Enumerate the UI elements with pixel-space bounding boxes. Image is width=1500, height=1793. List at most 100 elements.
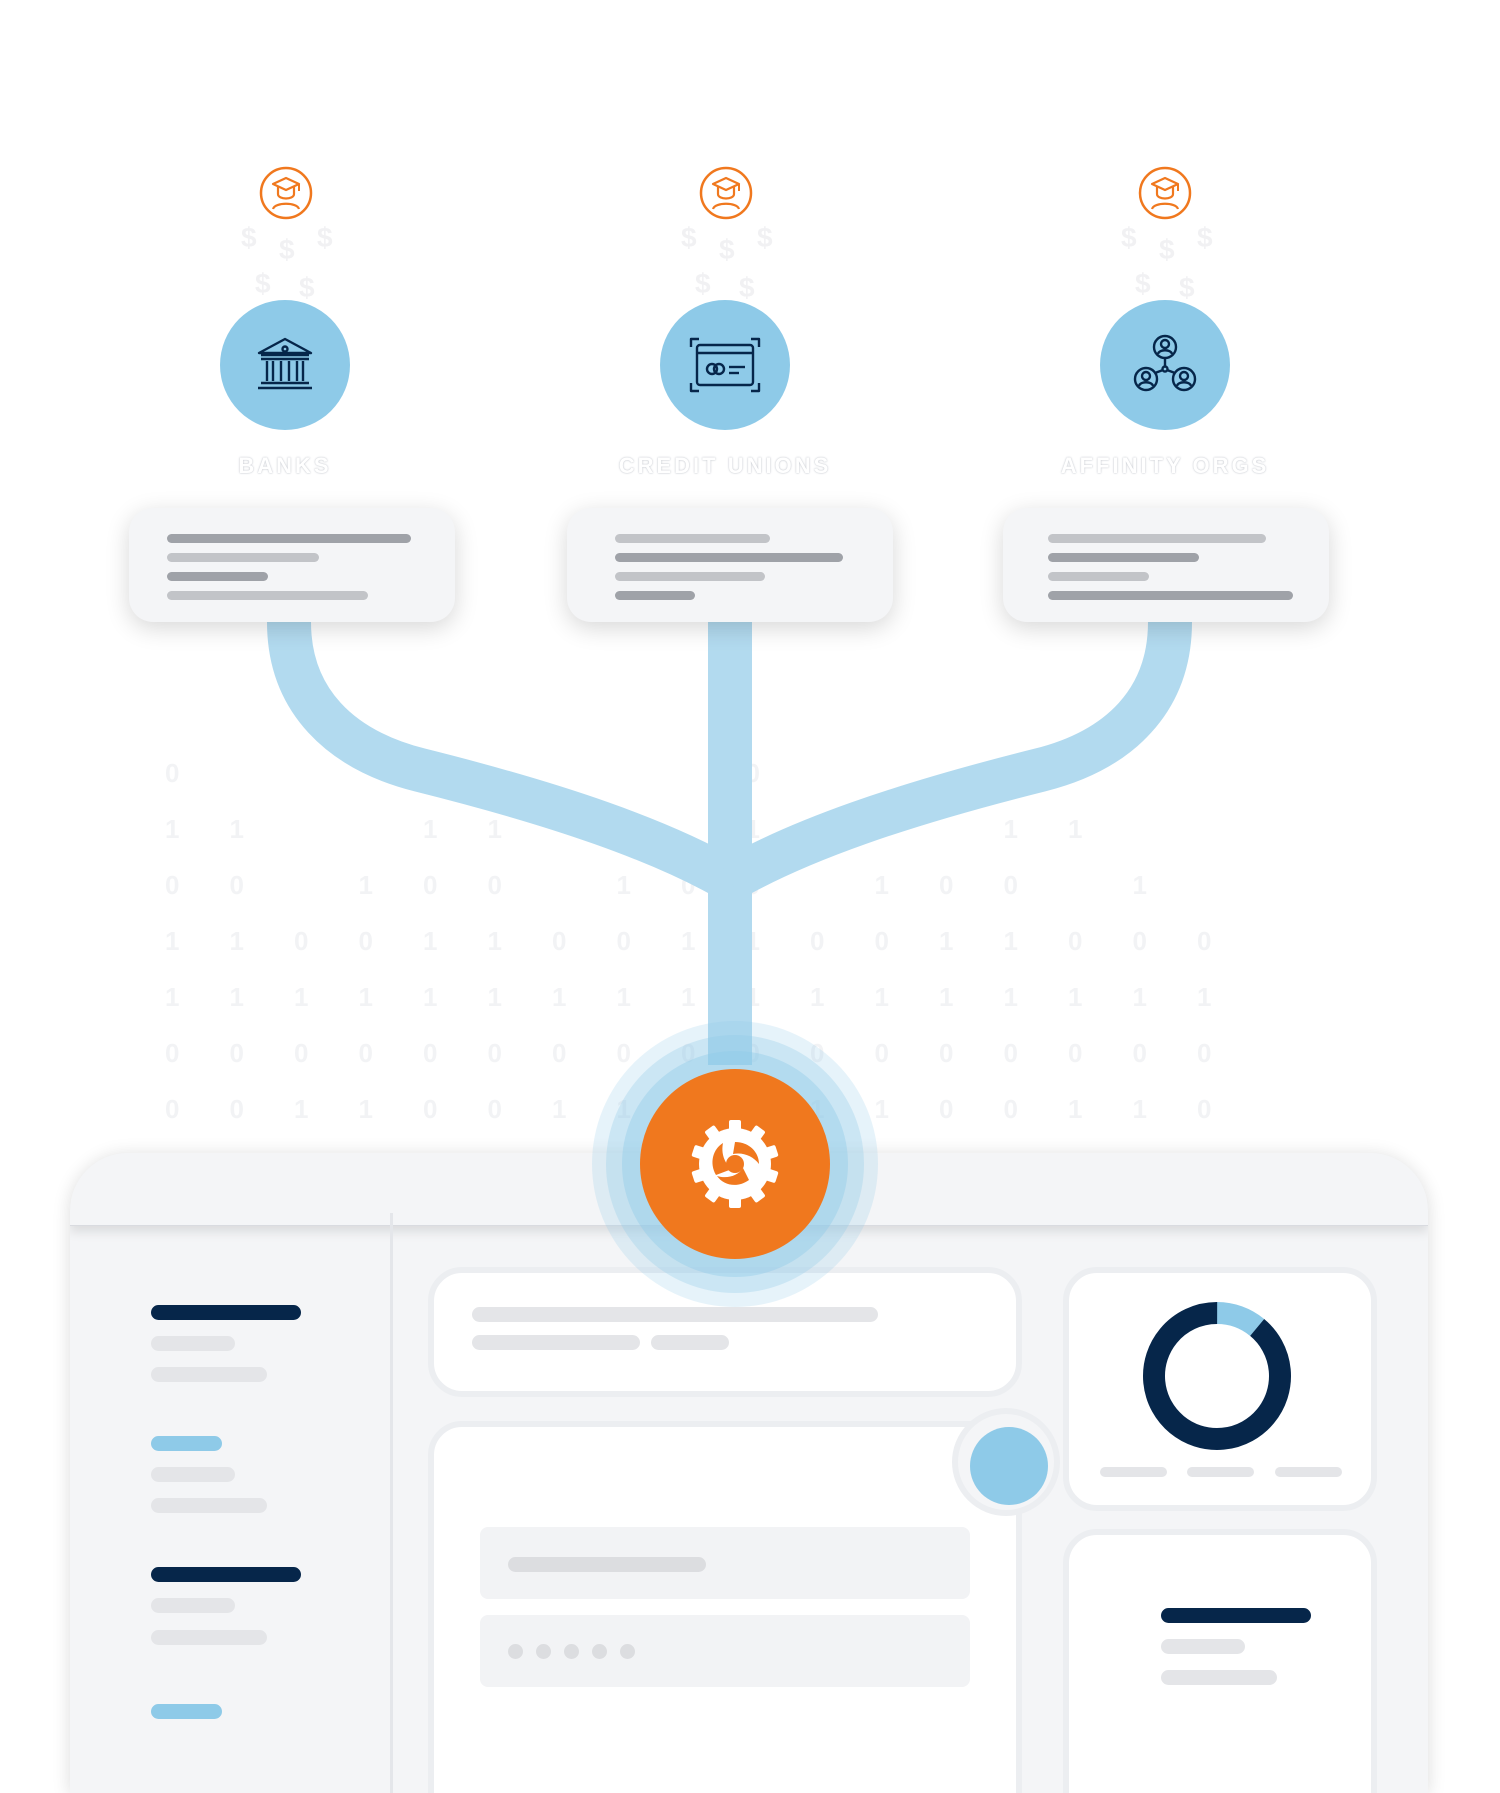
flow-branch-affinity — [719, 621, 1192, 900]
binary-digit: 0 — [165, 870, 180, 900]
legend-line — [1187, 1467, 1254, 1477]
password-dot — [536, 1644, 551, 1659]
binary-digit: 1 — [1132, 982, 1147, 1012]
binary-digit: 1 — [1003, 814, 1018, 844]
binary-digit: 0 — [616, 926, 631, 956]
dollar-signs: $ $ $ $ $ — [1115, 218, 1225, 303]
network-people-icon — [1133, 334, 1197, 392]
binary-digit: 0 — [487, 1038, 502, 1068]
binary-digit: 1 — [1197, 982, 1212, 1012]
binary-digit: 0 — [1068, 926, 1083, 956]
binary-digit: 0 — [229, 1094, 244, 1124]
password-dot — [508, 1644, 523, 1659]
summary-line — [472, 1335, 640, 1350]
summary-line — [651, 1335, 729, 1350]
binary-digit: 1 — [1003, 982, 1018, 1012]
bank-icon — [257, 337, 313, 390]
sidebar-divider — [390, 1213, 393, 1793]
dollar-glyph: $ — [255, 268, 271, 299]
sidebar-item[interactable] — [151, 1498, 267, 1513]
binary-digit: 1 — [616, 1094, 631, 1124]
binary-digit: 1 — [423, 982, 438, 1012]
sidebar-heading-active[interactable] — [151, 1436, 222, 1451]
binary-digit: 0 — [681, 1038, 696, 1068]
hub-logo[interactable] — [640, 1069, 830, 1259]
binary-digit: 0 — [1197, 1094, 1212, 1124]
sidebar-item[interactable] — [151, 1598, 235, 1613]
institution-label-credit-unions: CREDIT UNIONS — [618, 453, 832, 478]
field-placeholder — [508, 1557, 706, 1572]
binary-digit: 0 — [1003, 1094, 1018, 1124]
binary-digit: 1 — [681, 926, 696, 956]
binary-digit: 1 — [294, 982, 309, 1012]
card-line — [615, 534, 770, 543]
dollar-glyph: $ — [241, 222, 257, 253]
institution-label-banks: BANKS — [238, 453, 332, 478]
chart-panel — [1063, 1267, 1377, 1511]
binary-digit: 1 — [294, 1094, 309, 1124]
binary-digit: 0 — [423, 1038, 438, 1068]
binary-digit: 0 — [810, 1038, 825, 1068]
flow-connectors — [267, 621, 1192, 1065]
donut-chart — [1143, 1302, 1291, 1450]
credit-union-node — [660, 300, 790, 430]
binary-digit: 0 — [1003, 870, 1018, 900]
binary-digit: 1 — [165, 982, 180, 1012]
binary-digit: 1 — [229, 814, 244, 844]
binary-digit: 1 — [487, 814, 502, 844]
card-line — [1048, 534, 1266, 543]
sidebar-heading-active[interactable] — [151, 1704, 222, 1719]
graduate-student-icon — [699, 166, 753, 220]
binary-digit: 1 — [229, 926, 244, 956]
dollar-glyph: $ — [299, 272, 315, 303]
binary-digit: 1 — [358, 1094, 373, 1124]
binary-digit: 0 — [165, 1094, 180, 1124]
institution-card-credit-unions — [567, 508, 893, 622]
affinity-node — [1100, 300, 1230, 430]
binary-digit: 0 — [939, 1038, 954, 1068]
graduate-student-icon — [259, 166, 313, 220]
binary-digit: 0 — [1132, 926, 1147, 956]
institution-label-affinity-orgs: AFFINITY ORGS — [1060, 453, 1270, 478]
sidebar-heading[interactable] — [151, 1305, 301, 1320]
credit-card-icon — [689, 337, 761, 393]
binary-digit: 1 — [1068, 814, 1083, 844]
dollar-glyph: $ — [317, 222, 333, 253]
binary-digit: 1 — [1003, 926, 1018, 956]
dollar-glyph: $ — [1135, 268, 1151, 299]
info-line — [1161, 1670, 1277, 1685]
binary-digit: 0 — [358, 1038, 373, 1068]
notification-dot[interactable] — [970, 1427, 1048, 1505]
sidebar-item[interactable] — [151, 1336, 235, 1351]
binary-digit: 0 — [1003, 1038, 1018, 1068]
dollar-glyph: $ — [695, 268, 711, 299]
binary-digit: 0 — [810, 926, 825, 956]
binary-digit: 0 — [294, 926, 309, 956]
binary-digit: 1 — [874, 870, 889, 900]
info-panel — [1063, 1529, 1377, 1793]
username-field[interactable] — [480, 1527, 970, 1599]
binary-digit: 0 — [487, 870, 502, 900]
card-line — [167, 553, 319, 562]
donut-segment-main — [1143, 1302, 1291, 1450]
binary-digit: 0 — [939, 870, 954, 900]
card-line — [1048, 572, 1149, 581]
binary-digit: 1 — [874, 1094, 889, 1124]
password-field[interactable] — [480, 1615, 970, 1687]
legend-line — [1100, 1467, 1167, 1477]
binary-digit: 1 — [487, 926, 502, 956]
binary-digit: 0 — [874, 926, 889, 956]
sidebar-item[interactable] — [151, 1467, 235, 1482]
binary-digit: 0 — [229, 870, 244, 900]
binary-digit: 1 — [874, 982, 889, 1012]
sidebar-item[interactable] — [151, 1630, 267, 1645]
legend-line — [1275, 1467, 1342, 1477]
binary-digit: 0 — [487, 1094, 502, 1124]
binary-digit: 1 — [939, 982, 954, 1012]
binary-digit: 0 — [552, 926, 567, 956]
binary-digit: 1 — [1068, 1094, 1083, 1124]
sidebar-heading[interactable] — [151, 1567, 301, 1582]
dollar-glyph: $ — [279, 234, 295, 265]
binary-digit: 0 — [165, 1038, 180, 1068]
sidebar-item[interactable] — [151, 1367, 267, 1382]
